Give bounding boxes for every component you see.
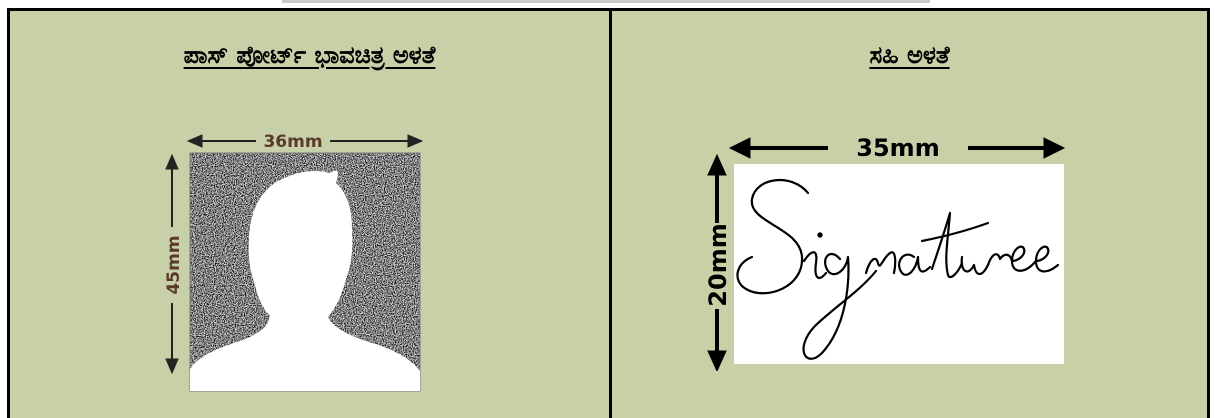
signature-title: ಸಹಿ ಅಳತೆ bbox=[612, 41, 1207, 69]
photo-width-label: 36mm bbox=[263, 132, 322, 152]
signature-cell: ಸಹಿ ಅಳತೆ 35mm bbox=[612, 11, 1207, 418]
photo-height-label: 45mm bbox=[164, 235, 184, 294]
top-divider-line bbox=[282, 0, 930, 3]
passport-photo-title: ಪಾಸ್ ಪೋರ್ಟ್ ಭಾವಚಿತ್ರ ಅಳತೆ bbox=[10, 41, 609, 69]
passport-photo-diagram: 36mm 45mm bbox=[160, 131, 425, 393]
passport-photo-cell: ಪಾಸ್ ಪೋರ್ಟ್ ಭಾವಚಿತ್ರ ಅಳತೆ bbox=[10, 11, 612, 418]
signature-diagram: 35mm 20mm bbox=[700, 131, 1075, 371]
signature-width-label: 35mm bbox=[856, 134, 939, 162]
signature-height-label: 20mm bbox=[704, 223, 732, 306]
size-requirements-table: ಪಾಸ್ ಪೋರ್ಟ್ ಭಾವಚಿತ್ರ ಅಳತೆ bbox=[7, 8, 1210, 418]
